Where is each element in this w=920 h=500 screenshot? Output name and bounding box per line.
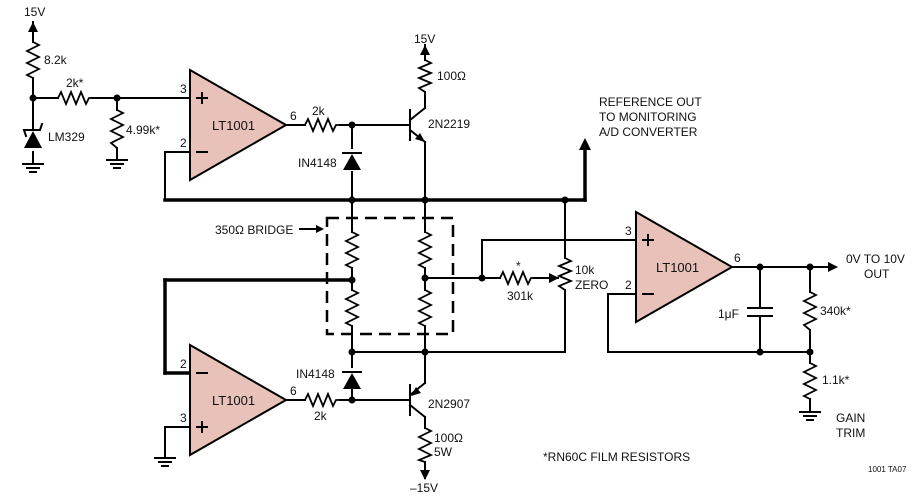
opamp-top-pin-out: 6 — [290, 109, 297, 123]
bridge-resistor-bottom-left — [343, 289, 361, 327]
capacitor-1uf — [747, 307, 773, 317]
opamp-bottom — [189, 343, 289, 457]
resistor-1k1-label: 1.1k* — [822, 373, 850, 387]
potentiometer-10k — [556, 257, 574, 291]
gain-trim-line2: TRIM — [836, 426, 865, 440]
reference-out-arrow — [579, 138, 591, 150]
diode-top-label: IN4148 — [298, 156, 337, 170]
pot-zero-label: ZERO — [575, 278, 608, 292]
diode-top — [342, 152, 362, 170]
opamp-right-pin-out: 6 — [734, 251, 741, 265]
resistor-100-bottom — [416, 427, 434, 463]
resistor-340k — [801, 291, 819, 331]
resistor-8k2-label: 8.2k — [44, 53, 68, 67]
pot-10k-label: 10k — [575, 263, 595, 277]
opamp-right-pin-minus: 2 — [625, 278, 632, 292]
opamp-bottom-name: LT1001 — [212, 393, 255, 408]
transistor-2n2219-label: 2N2219 — [428, 117, 470, 131]
pot-wiper-arrow — [549, 273, 559, 283]
output-arrow — [828, 262, 838, 272]
bridge-dashed-box — [325, 216, 455, 336]
resistor-100-top-label: 100Ω — [437, 69, 466, 83]
resistor-100-top — [416, 59, 434, 93]
opamp-top — [189, 68, 289, 182]
resistor-8k2 — [24, 41, 42, 79]
supply-15v-transistor-label: 15V — [414, 32, 435, 46]
output-line2: OUT — [864, 267, 890, 281]
opamp-bottom-pin-minus: 2 — [180, 357, 187, 371]
zener-label: LM329 — [48, 130, 85, 144]
opamp-right — [635, 210, 735, 324]
bridge-resistor-top-left — [343, 231, 361, 269]
resistor-2k-top-label: 2k — [312, 104, 326, 118]
bridge-resistor-bottom-right — [416, 289, 434, 327]
resistor-1k1 — [801, 362, 819, 400]
opamp-right-pin-plus: 3 — [625, 224, 632, 238]
resistor-100-bottom-label: 100Ω — [434, 431, 463, 445]
resistor-2k-top — [304, 116, 340, 134]
transistor-2n2907-label: 2N2907 — [428, 397, 470, 411]
opamp-top-pin-minus: 2 — [180, 136, 187, 150]
resistor-301k-star: * — [516, 259, 521, 273]
capacitor-label: 1μF — [718, 307, 739, 321]
zener-lm329 — [22, 122, 44, 148]
opamp-top-pin-plus: 3 — [180, 82, 187, 96]
opamp-right-name: LT1001 — [656, 260, 699, 275]
opamp-bottom-pin-plus: 3 — [180, 411, 187, 425]
bridge-resistor-top-right — [416, 231, 434, 269]
resistor-4k99-label: 4.99k* — [126, 123, 160, 137]
labels: 15V 8.2k 2k* 4.99k* LM329 3 2 6 LT1001 2… — [24, 5, 907, 495]
opamp-bottom-pin-out: 6 — [290, 384, 297, 398]
supply-arrows — [28, 22, 838, 480]
resistors — [24, 41, 819, 463]
junction-dots — [29, 94, 814, 404]
resistor-2k-star — [57, 89, 92, 107]
resistor-100-bottom-watt: 5W — [434, 445, 453, 459]
figure-code: 1001 TA07 — [868, 465, 907, 474]
gain-trim-line1: GAIN — [836, 411, 865, 425]
opamp-top-name: LT1001 — [212, 118, 255, 133]
resistor-340k-label: 340k* — [820, 304, 851, 318]
ground-symbols — [22, 159, 821, 467]
supply-neg15v-label: –15V — [410, 481, 438, 495]
resistor-2k-bottom-label: 2k — [314, 409, 328, 423]
footnote: *RN60C FILM RESISTORS — [543, 450, 690, 464]
reference-out-line1: REFERENCE OUT — [599, 95, 702, 109]
opamps — [189, 68, 735, 457]
resistor-2k-bottom — [304, 391, 340, 409]
diode-bottom-label: IN4148 — [296, 367, 335, 381]
bridge-label: 350Ω BRIDGE — [215, 223, 293, 237]
transistor-2n2907 — [408, 381, 427, 419]
resistor-301k — [499, 269, 534, 287]
resistor-4k99 — [108, 109, 126, 149]
supply-15v-left-label: 15V — [24, 5, 45, 19]
reference-out-line3: A/D CONVERTER — [599, 125, 698, 139]
diode-bottom — [342, 371, 362, 389]
wires — [32, 21, 831, 479]
transistor-2n2219 — [408, 106, 427, 144]
resistor-301k-label: 301k — [507, 289, 534, 303]
reference-out-line2: TO MONITORING — [599, 110, 697, 124]
resistor-2k-star-label: 2k* — [66, 76, 84, 90]
output-line1: 0V TO 10V — [846, 252, 905, 266]
